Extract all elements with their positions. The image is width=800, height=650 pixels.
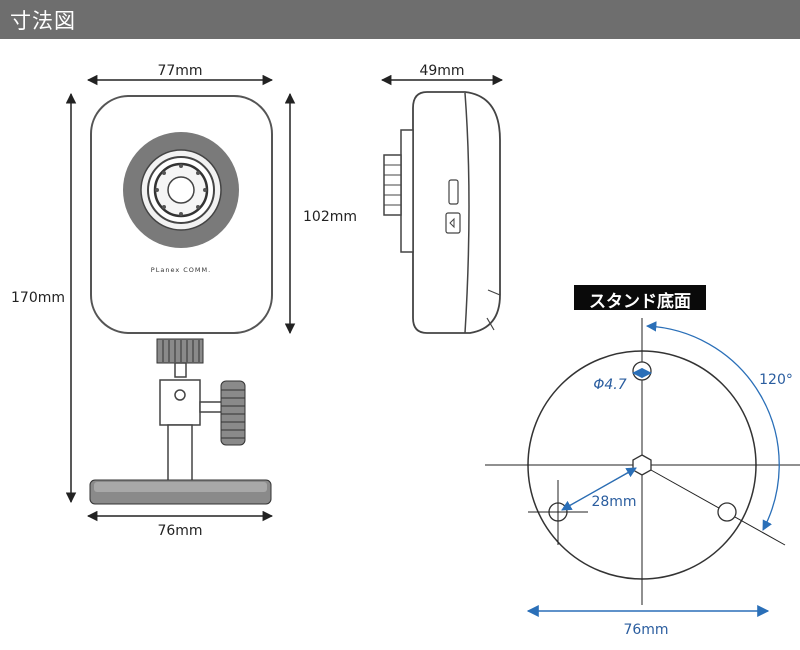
stand-pole (167, 424, 193, 482)
radius-arrow (561, 467, 637, 511)
side-lens-ribs (384, 164, 401, 206)
angle-label: 120° (759, 372, 793, 388)
joint-stem (174, 362, 187, 378)
hole-top (632, 361, 652, 381)
brand-logo: PLanex COMM. (151, 266, 211, 274)
radius-label: 28mm (591, 494, 636, 510)
neck-knurl (162, 340, 200, 362)
center-hex (632, 454, 652, 476)
depth-label: 49mm (419, 63, 464, 79)
joint-body (159, 379, 201, 426)
side-body-detail (486, 289, 501, 331)
width-label: 77mm (157, 63, 202, 79)
stand-bottom-view: Φ4.7 28mm 120° 76mm (485, 318, 800, 638)
page-title: 寸法図 (10, 9, 76, 33)
hole-diameter-label: Φ4.7 (593, 377, 626, 393)
stand-width-label: 76mm (623, 622, 668, 638)
base-width-label: 76mm (157, 523, 202, 539)
neck-knob (156, 338, 204, 364)
lens-studs (155, 164, 207, 216)
side-button-arrow-icon (449, 217, 455, 229)
side-view: 49mm (380, 63, 504, 334)
stand-bottom-label: スタンド底面 (589, 292, 691, 312)
tighten-knob (220, 380, 246, 446)
body-height-label: 102mm (303, 209, 357, 225)
tighten-knob-ridges (221, 389, 245, 439)
lens-glass (167, 176, 195, 204)
side-body-seam (464, 92, 470, 334)
stand-bottom-label-box: スタンド底面 (574, 285, 706, 312)
front-view: 77mm 170mm 102mm PLanex COMM. (11, 63, 357, 539)
header-bar: 寸法図 (0, 0, 800, 39)
side-button (445, 212, 461, 234)
angle-arc (645, 321, 780, 531)
total-height-label: 170mm (11, 290, 65, 306)
side-lens-mount (400, 129, 414, 253)
sd-card-slot (448, 179, 459, 205)
stand-base-top (94, 482, 267, 492)
joint-screw (199, 401, 223, 413)
hole-right (717, 502, 737, 522)
joint-pin (174, 389, 186, 401)
